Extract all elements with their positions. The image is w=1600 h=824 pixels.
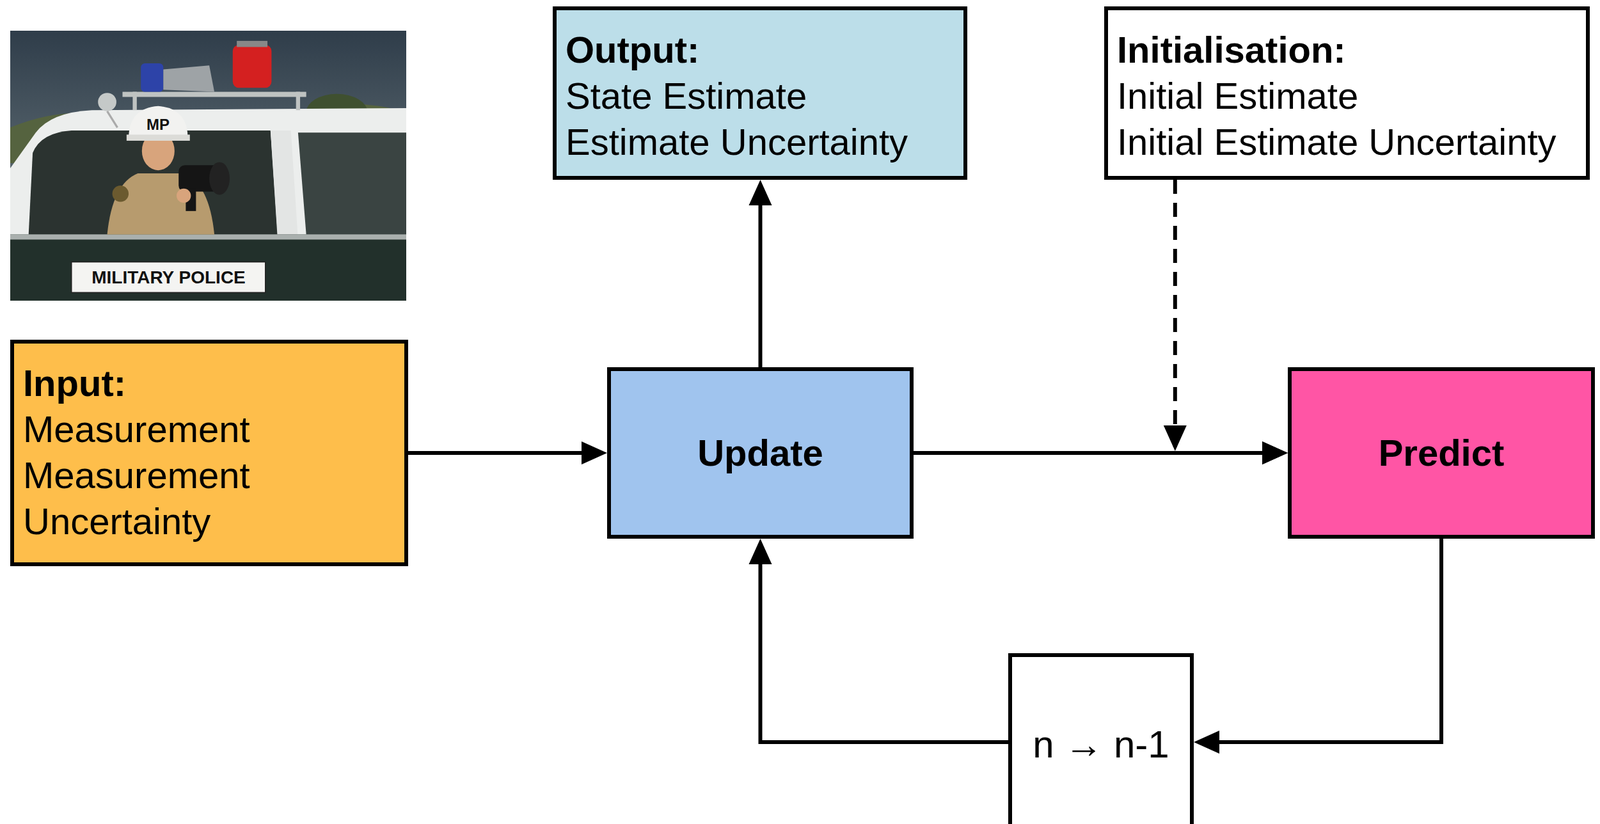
rack-support bbox=[296, 92, 301, 111]
flow-arrow bbox=[749, 538, 1009, 743]
car-pillar bbox=[270, 130, 299, 240]
car-body bbox=[10, 108, 407, 301]
mirror-arm bbox=[107, 111, 118, 128]
box-text: Predict bbox=[1378, 429, 1505, 476]
helmet-marking: MP bbox=[142, 115, 175, 135]
red-light bbox=[232, 44, 272, 88]
helmet-band bbox=[126, 134, 191, 141]
mirror bbox=[97, 92, 117, 112]
update-box: Update bbox=[607, 367, 914, 539]
box-heading: Input: bbox=[23, 360, 396, 407]
box-text: Measurement bbox=[23, 406, 396, 453]
door-plate bbox=[71, 261, 266, 293]
arrow-head bbox=[1262, 441, 1288, 465]
connector-line bbox=[758, 192, 763, 368]
radar-gun-lens bbox=[209, 161, 230, 195]
arrow-head bbox=[749, 538, 773, 565]
flow-arrow bbox=[1193, 538, 1442, 754]
predict-box: Predict bbox=[1287, 367, 1595, 539]
siren-speaker bbox=[163, 65, 215, 92]
roof-rack bbox=[122, 92, 306, 98]
arrow-head bbox=[749, 179, 773, 206]
sky bbox=[10, 30, 407, 301]
box-text: Estimate Uncertainty bbox=[565, 118, 955, 166]
arrow-head bbox=[1163, 425, 1187, 452]
box-heading: Output: bbox=[565, 26, 955, 73]
arrow-head bbox=[1262, 441, 1288, 465]
box-heading: Initialisation: bbox=[1116, 26, 1577, 73]
rear-window bbox=[298, 132, 407, 235]
light-cap bbox=[236, 40, 268, 48]
chrome-strip bbox=[10, 234, 407, 240]
connector-line bbox=[1206, 538, 1442, 743]
blue-light bbox=[140, 63, 164, 93]
connector-line bbox=[408, 451, 595, 455]
step-box: n → n-1 bbox=[1008, 653, 1194, 824]
plate-text: MILITARY POLICE bbox=[71, 262, 266, 294]
officer-hand bbox=[176, 188, 191, 203]
connector-line bbox=[1175, 179, 1276, 453]
connector-line bbox=[913, 451, 1276, 455]
connector-line bbox=[760, 551, 1009, 743]
box-text: Measurement Uncertainty bbox=[23, 452, 396, 545]
box-text: Update bbox=[697, 429, 824, 476]
flow-arrow bbox=[749, 179, 773, 368]
output-box: Output:State EstimateEstimate Uncertaint… bbox=[552, 6, 968, 180]
arrow-head bbox=[581, 441, 608, 465]
helmet bbox=[128, 106, 189, 139]
flow-arrow bbox=[408, 441, 608, 465]
initialisation-box: Initialisation:Initial EstimateInitial E… bbox=[1104, 6, 1590, 180]
rack-support bbox=[132, 92, 137, 111]
police-photo bbox=[10, 30, 407, 301]
car-window bbox=[28, 130, 278, 235]
input-box: Input:MeasurementMeasurement Uncertainty bbox=[10, 339, 409, 567]
box-text: State Estimate bbox=[565, 72, 955, 119]
shoulder-patch bbox=[112, 185, 130, 202]
car-door bbox=[10, 234, 407, 301]
box-text: n → n-1 bbox=[1032, 721, 1169, 768]
box-text: Initial Estimate bbox=[1116, 72, 1577, 119]
box-text: Initial Estimate Uncertainty bbox=[1116, 118, 1577, 166]
flow-arrow bbox=[1163, 179, 1288, 465]
arrow-head bbox=[1193, 730, 1220, 754]
